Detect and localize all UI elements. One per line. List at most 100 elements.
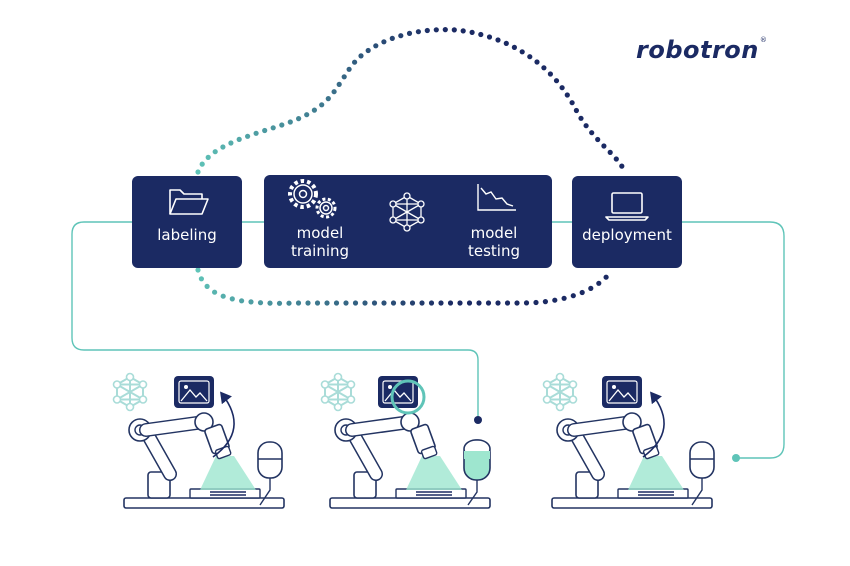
capture-arrow	[212, 391, 235, 458]
cloud-dot	[381, 300, 387, 306]
cloud-dot	[212, 289, 218, 295]
cloud-dot	[619, 163, 625, 169]
neural-network-icon	[542, 372, 578, 412]
model-training-label: model training	[290, 224, 350, 260]
connector-endpoint	[732, 454, 740, 462]
cloud-dot	[541, 65, 547, 71]
deployment-label: deployment	[582, 226, 672, 244]
cloud-dot	[311, 107, 317, 113]
cloud-dot	[371, 300, 378, 306]
cloud-dot	[495, 37, 501, 43]
cloud-dot	[466, 300, 473, 306]
cloud-dot	[248, 299, 254, 305]
cloud-dot	[433, 27, 439, 33]
cloud-dot	[319, 102, 325, 108]
cloud-dot	[390, 300, 397, 306]
cloud-dot	[324, 300, 330, 306]
cloud-dot	[559, 85, 565, 91]
cloud-dot	[304, 112, 310, 118]
cloud-dot	[314, 300, 321, 306]
cloud-dot	[451, 27, 457, 33]
logo: robotron®	[636, 36, 767, 64]
cloud-dot	[204, 283, 210, 289]
model-testing-label: model testing	[467, 224, 520, 260]
cloud-dot	[220, 293, 226, 299]
cloud-dot	[596, 280, 602, 286]
cloud-dot	[578, 115, 584, 121]
labeling-box	[132, 176, 242, 268]
registered-mark: ®	[759, 36, 768, 44]
cloud-dot	[486, 34, 493, 40]
cloud-dot	[287, 119, 293, 125]
cloud-dot	[601, 143, 607, 149]
cloud-dot	[424, 27, 430, 34]
cloud-dot	[305, 300, 311, 306]
cloud-dotted-loop	[195, 27, 625, 306]
laptop-icon	[605, 192, 649, 221]
training-testing-box	[264, 175, 552, 268]
robot-arm-icon	[552, 413, 712, 508]
cloud-dot	[228, 140, 234, 146]
cloud-dot	[341, 74, 347, 80]
cloud-dot	[253, 130, 259, 136]
sensor-device-icon	[257, 441, 283, 506]
cloud-dot	[389, 35, 395, 42]
cloud-dot	[276, 300, 283, 306]
cloud-dot	[569, 100, 575, 106]
cloud-dot	[542, 299, 549, 305]
cloud-dot	[589, 130, 595, 136]
cloud-dot	[495, 300, 501, 306]
cloud-dot	[352, 59, 358, 65]
cloud-dot	[398, 33, 404, 39]
logo-text: robotron	[636, 36, 759, 64]
neural-network-icon	[112, 372, 148, 412]
cloud-dot	[195, 169, 201, 175]
cloud-dot	[457, 300, 463, 306]
cloud-dot	[381, 39, 387, 45]
cloud-dot	[588, 285, 594, 291]
cloud-dot	[325, 96, 331, 102]
cloud-dot	[236, 136, 242, 142]
station-middle	[320, 372, 491, 509]
cloud-dot	[607, 149, 613, 155]
cloud-dot	[205, 154, 211, 160]
cloud-dot	[552, 297, 558, 303]
cloud-dot	[343, 300, 349, 306]
cloud-dot	[428, 300, 435, 306]
gears-icon	[288, 179, 337, 219]
cloud-dot	[561, 295, 567, 301]
cloud-dot	[198, 276, 204, 282]
neural-network-icon	[389, 192, 425, 232]
cloud-dot	[603, 274, 609, 280]
connector-labeling-to-station	[71, 221, 479, 420]
cloud-dot	[613, 156, 619, 162]
cloud-dot	[519, 49, 525, 55]
cloud-dot	[534, 59, 540, 65]
station-left	[112, 372, 285, 509]
cloud-dot	[527, 54, 533, 60]
cloud-dot	[533, 299, 539, 306]
cloud-dot	[553, 78, 560, 84]
cloud-dot	[419, 300, 425, 306]
image-card-icon	[173, 375, 215, 409]
cloud-dot	[447, 300, 454, 306]
cloud-dot	[212, 149, 218, 155]
cloud-dot	[504, 300, 511, 306]
cloud-dot	[469, 29, 475, 35]
cloud-dot	[229, 296, 235, 302]
cloud-dot	[220, 144, 226, 150]
declining-graph-icon	[477, 184, 516, 211]
neural-network-icon	[320, 372, 356, 412]
cloud-dot	[199, 161, 205, 167]
cloud-dot	[239, 298, 245, 304]
sensor-device-icon	[689, 441, 715, 506]
connector-deployment-to-station	[682, 221, 785, 459]
cloud-dot	[296, 116, 302, 122]
cloud-dot	[476, 300, 482, 306]
cloud-dot	[262, 127, 268, 134]
cloud-dot	[333, 300, 340, 306]
station-right	[542, 372, 715, 509]
cloud-dot	[570, 293, 576, 299]
cloud-dot	[373, 43, 379, 49]
cloud-dot	[595, 136, 601, 143]
